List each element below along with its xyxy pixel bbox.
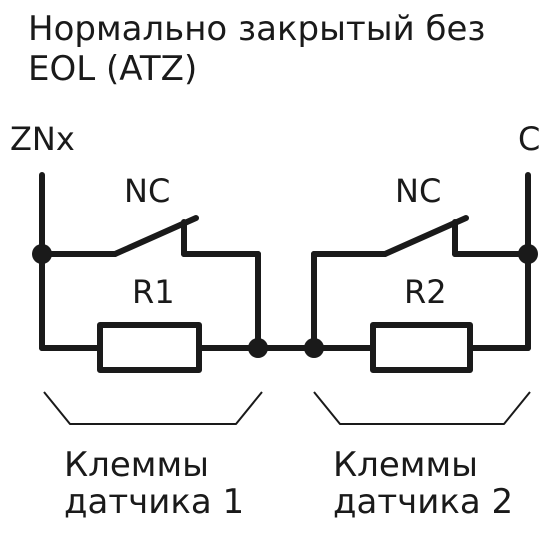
caption-sensor-1-line-2: датчика 1 [64,482,244,522]
resistor-label-r2: R2 [404,273,447,311]
resistor-r1 [97,322,202,373]
caption-sensor-2-line-2: датчика 2 [333,482,513,522]
resistor-label-r1: R1 [132,273,175,311]
caption-sensor-2-line-1: Клеммы [333,445,478,485]
contact-label-nc-2: NC [395,172,441,210]
caption-sensor-1-line-1: Клеммы [64,445,209,485]
bracket-sensor-1 [43,391,263,425]
junction-dot-c [518,244,538,264]
bracket-sensor-2 [313,391,531,425]
resistor-r2 [370,322,473,373]
junction-dot-sensor-2 [304,338,324,358]
diagram-title-line-1: Нормально закрытый без [28,9,485,49]
sensor-2-circuit [304,172,538,373]
terminal-label-c: C [518,120,540,158]
contact-label-nc-1: NC [124,172,170,210]
terminal-label-znx: ZNx [10,120,75,158]
junction-dot-znx [32,244,52,264]
diagram-title-line-2: EOL (ATZ) [28,49,197,89]
